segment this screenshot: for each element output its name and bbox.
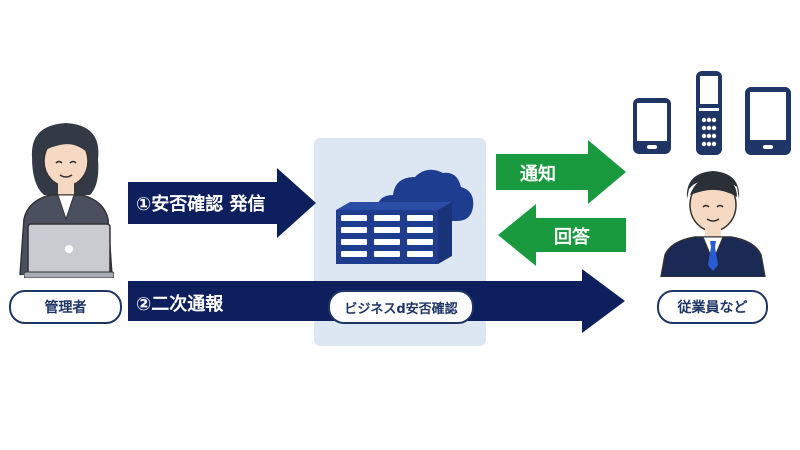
employee-person-icon [660, 171, 766, 277]
admin-label: 管理者 [9, 290, 122, 324]
tablet-icon [745, 87, 791, 155]
server-rack-icon [336, 202, 452, 264]
notify-arrow-label: 通知 [520, 164, 556, 185]
secondary-arrow-label: ②二次通報 [136, 294, 224, 315]
service-label: ビジネスd安否確認 [328, 290, 474, 324]
reply-arrow-label: 回答 [554, 227, 590, 248]
send-arrow [128, 168, 316, 238]
employees-label: 従業員など [657, 290, 768, 324]
flip-phone-icon [696, 71, 722, 155]
notify-arrow [496, 140, 626, 204]
smartphone-icon [633, 98, 671, 154]
laptop-icon [24, 223, 114, 278]
send-arrow-label: ①安否確認 発信 [136, 194, 266, 215]
reply-arrow [498, 204, 626, 266]
